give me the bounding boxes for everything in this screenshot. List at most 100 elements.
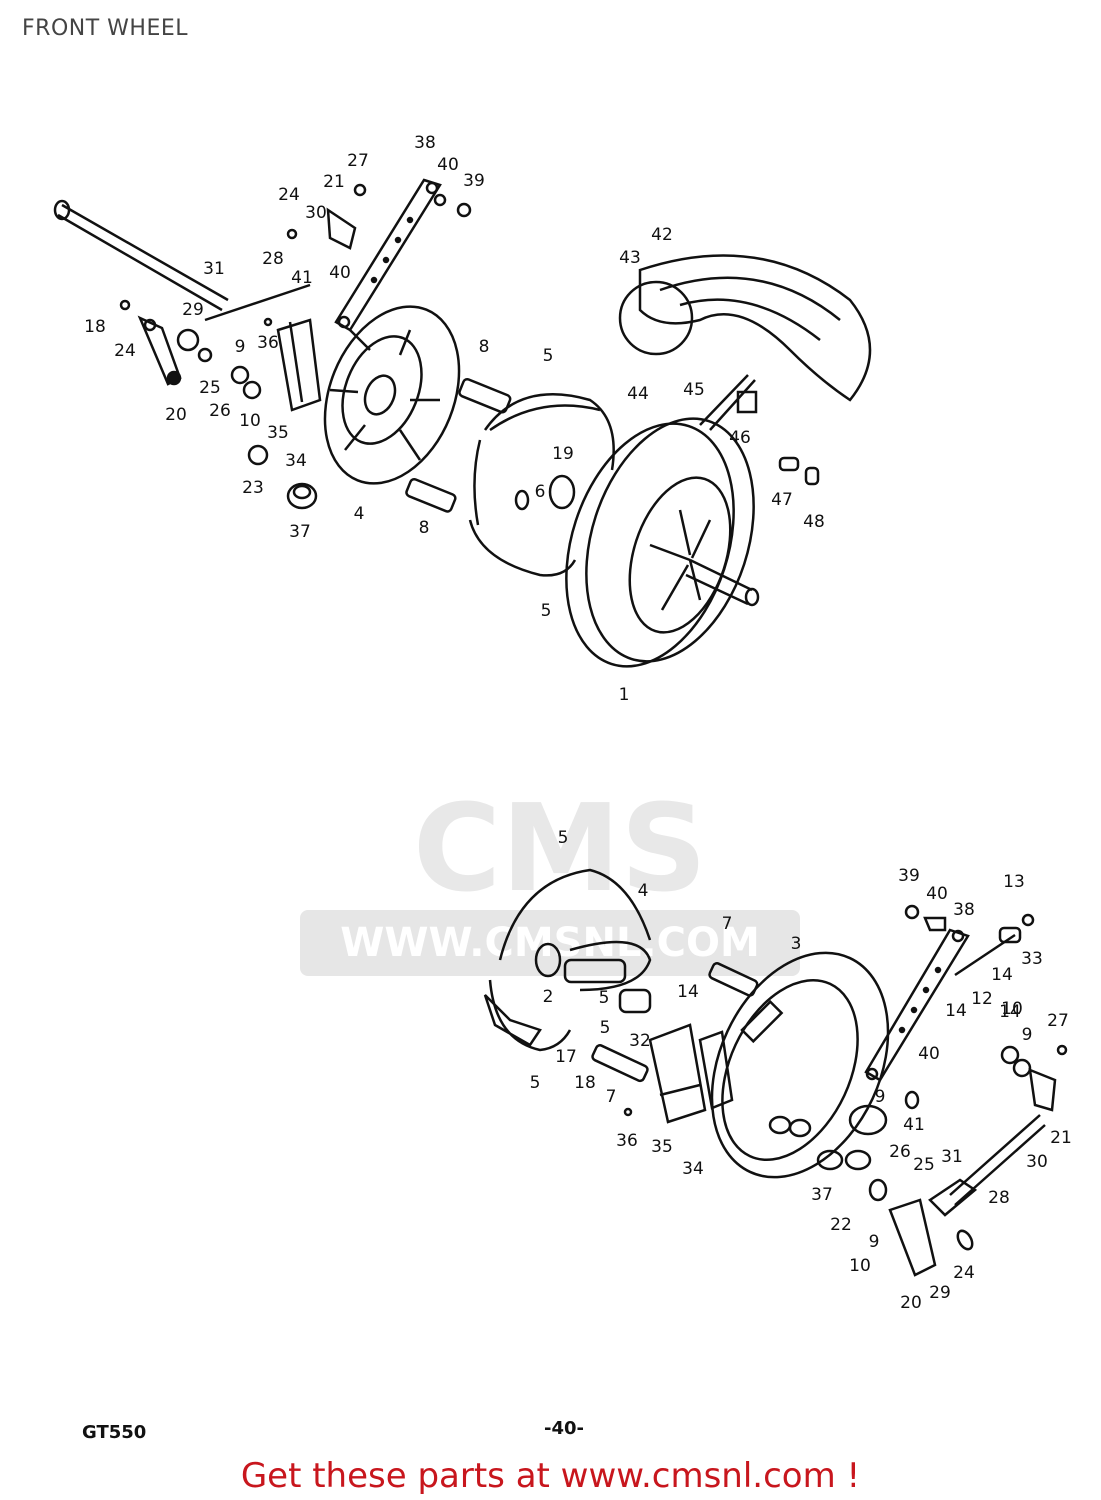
lower-callout-28: 35	[651, 1137, 673, 1157]
upper-callout-32: 42	[651, 225, 673, 245]
upper-callout-1: 27	[347, 151, 369, 171]
lower-callout-0: 5	[558, 828, 569, 848]
lower-callout-31: 26	[889, 1142, 911, 1162]
brake-shoes-lower	[483, 868, 652, 1052]
upper-callout-11: 18	[84, 317, 106, 337]
lower-callout-27: 36	[616, 1131, 638, 1151]
lower-callout-26: 5	[530, 1073, 541, 1093]
small-parts-upper	[119, 183, 472, 466]
upper-callout-29: 6	[535, 482, 546, 502]
lower-callout-22: 9	[875, 1087, 886, 1107]
lower-callout-43: 24	[953, 1263, 975, 1283]
tube-valve	[699, 374, 820, 486]
lower-callout-7: 13	[1003, 872, 1025, 892]
lower-callout-39: 9	[869, 1232, 880, 1252]
lower-callout-12: 14	[999, 1002, 1021, 1022]
upper-callout-37: 48	[803, 512, 825, 532]
upper-callout-9: 41	[291, 268, 313, 288]
upper-callout-16: 25	[199, 378, 221, 398]
lower-callout-1: 4	[638, 881, 649, 901]
page-title: FRONT WHEEL	[22, 16, 188, 41]
upper-callout-13: 24	[114, 341, 136, 361]
torque-link-lower	[864, 904, 970, 1082]
brake-panel-upper	[323, 305, 461, 485]
torque-link-upper	[334, 178, 442, 332]
lower-callout-14: 9	[1022, 1025, 1033, 1045]
upper-callout-3: 39	[463, 171, 485, 191]
lower-callout-23: 17	[555, 1047, 577, 1067]
lower-callout-25: 7	[606, 1087, 617, 1107]
lower-callout-10: 14	[945, 1001, 967, 1021]
upper-callout-27: 8	[419, 518, 430, 538]
lower-callout-5: 40	[926, 884, 948, 904]
lower-callout-24: 18	[574, 1073, 596, 1093]
bolts-lower	[563, 958, 759, 1083]
brake-arm-lower	[888, 1044, 1068, 1277]
cta-link[interactable]: Get these parts at www.cmsnl.com !	[240, 1456, 861, 1496]
lower-callout-42: 29	[929, 1283, 951, 1303]
lower-callout-16: 2	[543, 987, 554, 1007]
lower-callout-35: 30	[1026, 1152, 1048, 1172]
brake-panel-lower	[710, 951, 890, 1179]
upper-callout-4: 21	[323, 172, 345, 192]
upper-callout-0: 38	[414, 133, 436, 153]
lower-callout-6: 38	[953, 900, 975, 920]
axle	[53, 199, 229, 312]
upper-callout-7: 31	[203, 259, 225, 279]
upper-callout-14: 9	[235, 337, 246, 357]
upper-callout-20: 35	[267, 423, 289, 443]
lower-callout-29: 34	[682, 1159, 704, 1179]
lower-callout-18: 5	[599, 988, 610, 1008]
lower-callout-4: 39	[898, 866, 920, 886]
watermark-brand: CMS	[413, 780, 707, 919]
upper-callout-28: 19	[552, 444, 574, 464]
lower-callout-37: 37	[811, 1185, 833, 1205]
lower-callout-17: 14	[677, 982, 699, 1002]
brake-arm-upper	[137, 315, 182, 386]
tyre	[618, 254, 872, 402]
upper-callout-36: 47	[771, 490, 793, 510]
lower-callout-40: 10	[849, 1256, 871, 1276]
upper-callout-34: 45	[683, 380, 705, 400]
lower-callout-3: 3	[791, 934, 802, 954]
lower-callout-20: 32	[629, 1031, 651, 1051]
lower-callout-15: 27	[1047, 1011, 1069, 1031]
brake-pad-lower	[648, 1023, 734, 1124]
bolts-upper	[286, 377, 512, 513]
page-number: -40-	[544, 1418, 584, 1439]
model-code: GT550	[82, 1422, 147, 1443]
lower-callout-32: 25	[913, 1155, 935, 1175]
upper-callout-31: 43	[619, 248, 641, 268]
lower-callout-33: 31	[941, 1147, 963, 1167]
upper-callout-2: 40	[437, 155, 459, 175]
lower-callout-38: 22	[830, 1215, 852, 1235]
upper-callout-6: 30	[305, 203, 327, 223]
upper-callout-26: 4	[354, 504, 365, 524]
lower-callout-36: 28	[988, 1188, 1010, 1208]
lower-callout-11: 12	[971, 989, 993, 1009]
upper-callout-30: 5	[541, 601, 552, 621]
upper-callout-33: 44	[627, 384, 649, 404]
upper-callout-23: 37	[289, 522, 311, 542]
brake-pad-upper	[276, 318, 322, 412]
lower-callout-21: 40	[918, 1044, 940, 1064]
upper-callout-38: 1	[619, 685, 630, 705]
lower-callout-13: 10	[1001, 999, 1023, 1019]
small-parts-lower	[623, 913, 1035, 1202]
lower-callout-9: 14	[991, 965, 1013, 985]
upper-callout-15: 36	[257, 333, 279, 353]
lower-callout-2: 7	[722, 914, 733, 934]
upper-callout-5: 24	[278, 185, 300, 205]
upper-callout-17: 26	[209, 401, 231, 421]
upper-callout-25: 5	[543, 346, 554, 366]
upper-callout-22: 23	[242, 478, 264, 498]
lower-callout-30: 41	[903, 1115, 925, 1135]
lower-callout-19: 5	[600, 1018, 611, 1038]
upper-callout-12: 29	[182, 300, 204, 320]
upper-callout-19: 10	[239, 411, 261, 431]
upper-callout-10: 40	[329, 263, 351, 283]
upper-callout-24: 8	[479, 337, 490, 357]
